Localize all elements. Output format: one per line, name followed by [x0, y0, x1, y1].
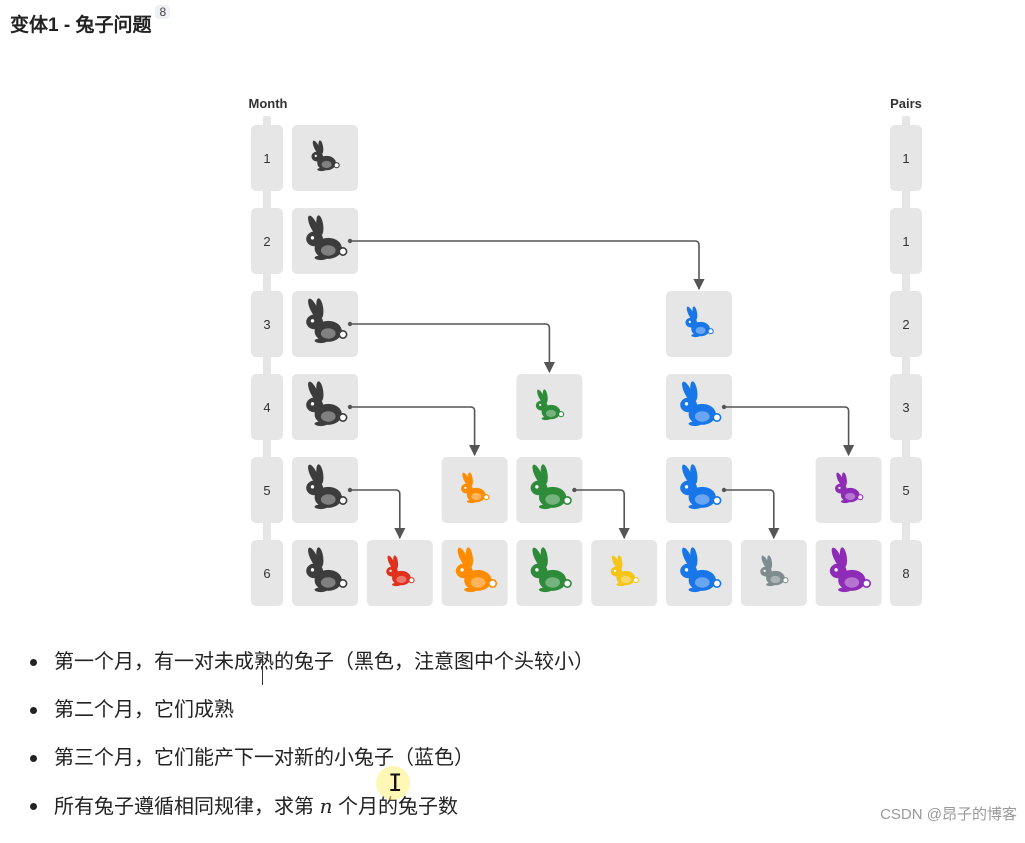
rabbit-icon: [455, 547, 498, 593]
offspring-arrow: [350, 406, 481, 457]
rabbit-fibonacci-diagram: Month Pairs 1 2 3 4 5 6 1 1 2 3 5 8: [249, 96, 922, 606]
bullet-item: 第二个月，它们成熟: [30, 698, 594, 722]
rabbit-icon: [461, 472, 490, 504]
pairs-header: Pairs: [890, 96, 922, 111]
pairs-label: 2: [902, 317, 909, 332]
bullet-text: 第三个月，它们能产下一对新的小兔子（蓝色）: [54, 747, 474, 769]
rabbit-icon: [685, 306, 714, 338]
month-cell: [251, 125, 283, 191]
rabbit-icon: [306, 298, 348, 344]
pairs-label: 3: [902, 400, 909, 415]
bullet-list: 第一个月，有一对未成熟的兔子（黑色，注意图中个头较小） 第二个月，它们成熟 第三…: [30, 650, 594, 843]
rabbit-icon: [530, 464, 572, 510]
month-cell: [251, 208, 283, 274]
rabbit-icon: [306, 215, 348, 261]
offspring-arrow: [350, 240, 705, 291]
rabbit-icon: [530, 547, 572, 593]
rabbit-icon: [680, 547, 722, 593]
bullet-item: 第一个月，有一对未成熟的兔子（黑色，注意图中个头较小）: [30, 650, 594, 674]
pairs-label: 1: [902, 151, 909, 166]
text-cursor-icon: I: [388, 769, 403, 797]
pairs-label: 5: [902, 483, 909, 498]
offspring-arrow: [574, 489, 630, 540]
rabbit-icon: [306, 381, 348, 427]
bullet-text: 第一个月，有一对未成熟的兔子（黑色，注意图中个头较小）: [54, 651, 594, 673]
bullet-text: 所有兔子遵循相同规律，求第: [54, 796, 320, 818]
month-label: 6: [263, 566, 270, 581]
month-cell: [251, 457, 283, 523]
watermark: CSDN @昂子的博客: [880, 806, 1017, 823]
month-cell: [251, 291, 283, 357]
rabbit-icon: [610, 555, 639, 587]
pairs-cell: [890, 208, 922, 274]
offspring-arrow: [350, 489, 406, 540]
bullet-text: 个月的兔子数: [332, 796, 459, 818]
pairs-label: 1: [902, 234, 909, 249]
rabbit-icon: [829, 547, 872, 593]
rabbit-icon: [680, 381, 722, 427]
math-variable: n: [319, 794, 333, 818]
rabbit-icon: [306, 547, 348, 593]
text-caret: [262, 657, 263, 685]
month-cell: [251, 374, 283, 440]
rabbit-icon: [306, 464, 348, 510]
month-label: 5: [263, 483, 270, 498]
month-header: Month: [249, 96, 288, 111]
title-text: 变体1 - 兔子问题: [10, 15, 152, 36]
month-label: 4: [263, 400, 270, 415]
rabbit-icon: [835, 472, 864, 504]
rabbit-icon: [535, 389, 565, 421]
footnote-badge[interactable]: 8: [155, 4, 171, 19]
month-label: 3: [263, 317, 270, 332]
bullet-item: 所有兔子遵循相同规律，求第 n 个月的兔子数: [30, 794, 594, 819]
pairs-cell: [890, 457, 922, 523]
rabbit-icon: [760, 555, 789, 587]
rabbit-icon: [680, 464, 722, 510]
bullet-item: 第三个月，它们能产下一对新的小兔子（蓝色）: [30, 746, 594, 770]
rabbit-icon: [386, 555, 415, 587]
pairs-cell: [890, 540, 922, 606]
pairs-cell: [890, 125, 922, 191]
rabbit-icon: [311, 140, 340, 172]
month-label: 1: [263, 151, 270, 166]
pairs-cell: [890, 291, 922, 357]
offspring-arrow: [724, 406, 855, 457]
offspring-arrow: [724, 489, 780, 540]
month-label: 2: [263, 234, 270, 249]
mouse-cursor-highlight: I: [376, 766, 410, 800]
pairs-cell: [890, 374, 922, 440]
bullet-text: 第二个月，它们成熟: [54, 699, 234, 721]
offspring-arrow: [350, 323, 555, 374]
pairs-label: 8: [902, 566, 909, 581]
month-cell: [251, 540, 283, 606]
page-title: 变体1 - 兔子问题8: [10, 4, 171, 37]
